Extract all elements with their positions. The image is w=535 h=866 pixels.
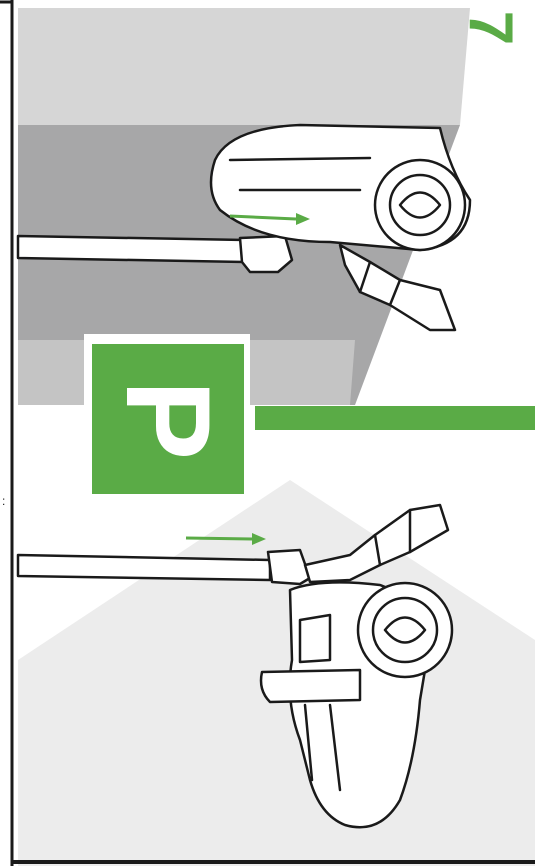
step-p-marker: P xyxy=(84,334,250,502)
section-divider-bar xyxy=(255,406,535,430)
vacuum-illustration-bottom xyxy=(16,503,454,829)
step-7-label: 7 xyxy=(456,11,525,45)
step-7-marker: 7 xyxy=(456,11,525,45)
arrow-right-icon xyxy=(229,213,310,225)
arrow-right-icon xyxy=(185,533,266,545)
step-p-label: P xyxy=(101,380,235,460)
binding-mark: : xyxy=(2,494,5,508)
